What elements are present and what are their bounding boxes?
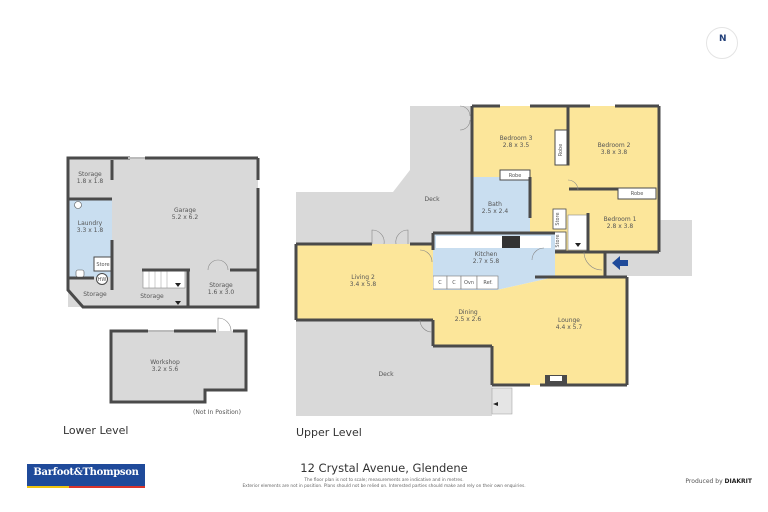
svg-text:Bedroom 3: Bedroom 3 — [500, 135, 533, 142]
svg-text:4.4 x 5.7: 4.4 x 5.7 — [556, 324, 583, 331]
produced-by-label: Produced by — [685, 478, 723, 485]
svg-text:Storage: Storage — [140, 293, 164, 300]
compass-north-label: N — [719, 34, 727, 44]
svg-text:2.5 x 2.6: 2.5 x 2.6 — [455, 316, 482, 323]
disclaimer-line-1: The floor plan is not to scale; measurem… — [304, 478, 464, 483]
svg-text:Lounge: Lounge — [558, 317, 580, 324]
svg-text:Deck: Deck — [378, 371, 394, 378]
svg-text:3.3 x 1.8: 3.3 x 1.8 — [77, 227, 104, 234]
not-in-position-note: (Not In Position) — [193, 409, 241, 416]
svg-text:Storage: Storage — [83, 291, 107, 298]
upper-level-title: Upper Level — [296, 426, 362, 439]
svg-text:Ref.: Ref. — [483, 280, 493, 286]
svg-text:Deck: Deck — [424, 196, 440, 203]
property-address: 12 Crystal Avenue, Glendene — [300, 461, 468, 475]
svg-text:2.8 x 3.8: 2.8 x 3.8 — [607, 223, 634, 230]
svg-text:Kitchen: Kitchen — [475, 251, 498, 258]
svg-text:Living 2: Living 2 — [351, 274, 375, 281]
svg-text:2.5 x 2.4: 2.5 x 2.4 — [482, 208, 509, 215]
svg-text:Store: Store — [555, 234, 561, 247]
disclaimer-line-2: Exterior elements are not in position. P… — [242, 484, 526, 489]
svg-text:Bedroom 2: Bedroom 2 — [598, 142, 631, 149]
svg-text:Bath: Bath — [488, 201, 502, 208]
room-laundry: Laundry — [78, 220, 103, 227]
svg-text:HW: HW — [98, 277, 107, 283]
svg-text:3.2 x 5.6: 3.2 x 5.6 — [152, 366, 179, 373]
svg-text:C: C — [452, 280, 456, 286]
svg-text:1.8 x 1.8: 1.8 x 1.8 — [77, 178, 104, 185]
room-storage-1: Storage — [78, 171, 102, 178]
svg-text:Store: Store — [96, 262, 109, 268]
svg-text:2.8 x 3.5: 2.8 x 3.5 — [503, 142, 530, 149]
svg-text:1.6 x 3.0: 1.6 x 3.0 — [208, 289, 235, 296]
north-compass: N — [706, 27, 738, 59]
svg-text:C: C — [438, 280, 442, 286]
entry-arrow-icon — [612, 256, 628, 270]
lower-level-plan: Storage 1.8 x 1.8 Garage 5.2 x 6.2 Laund… — [66, 156, 260, 404]
lower-level-title: Lower Level — [63, 424, 129, 437]
svg-text:2.7 x 5.8: 2.7 x 5.8 — [473, 258, 500, 265]
svg-text:3.4 x 5.8: 3.4 x 5.8 — [350, 281, 377, 288]
produced-by: Produced by DIAKRIT — [685, 478, 752, 485]
svg-text:Robe: Robe — [558, 144, 564, 157]
produced-by-brand: DIAKRIT — [724, 478, 752, 485]
brand-name: Barfoot&Thompson — [33, 467, 139, 478]
barfoot-thompson-logo: Barfoot&Thompson — [27, 464, 145, 488]
svg-text:Workshop: Workshop — [150, 359, 180, 366]
svg-text:Ovn: Ovn — [464, 280, 474, 286]
svg-text:Robe: Robe — [631, 191, 644, 197]
svg-text:Bedroom 1: Bedroom 1 — [604, 216, 637, 223]
svg-text:Robe: Robe — [509, 173, 522, 179]
svg-text:3.8 x 3.8: 3.8 x 3.8 — [601, 149, 628, 156]
svg-text:Dining: Dining — [458, 309, 478, 316]
svg-text:Storage: Storage — [209, 282, 233, 289]
room-garage: Garage — [174, 207, 196, 214]
svg-text:Store: Store — [555, 212, 561, 225]
svg-text:5.2 x 6.2: 5.2 x 6.2 — [172, 214, 199, 221]
upper-level-plan: Robe Robe Robe Store Store C C Ovn Ref. … — [294, 104, 692, 416]
